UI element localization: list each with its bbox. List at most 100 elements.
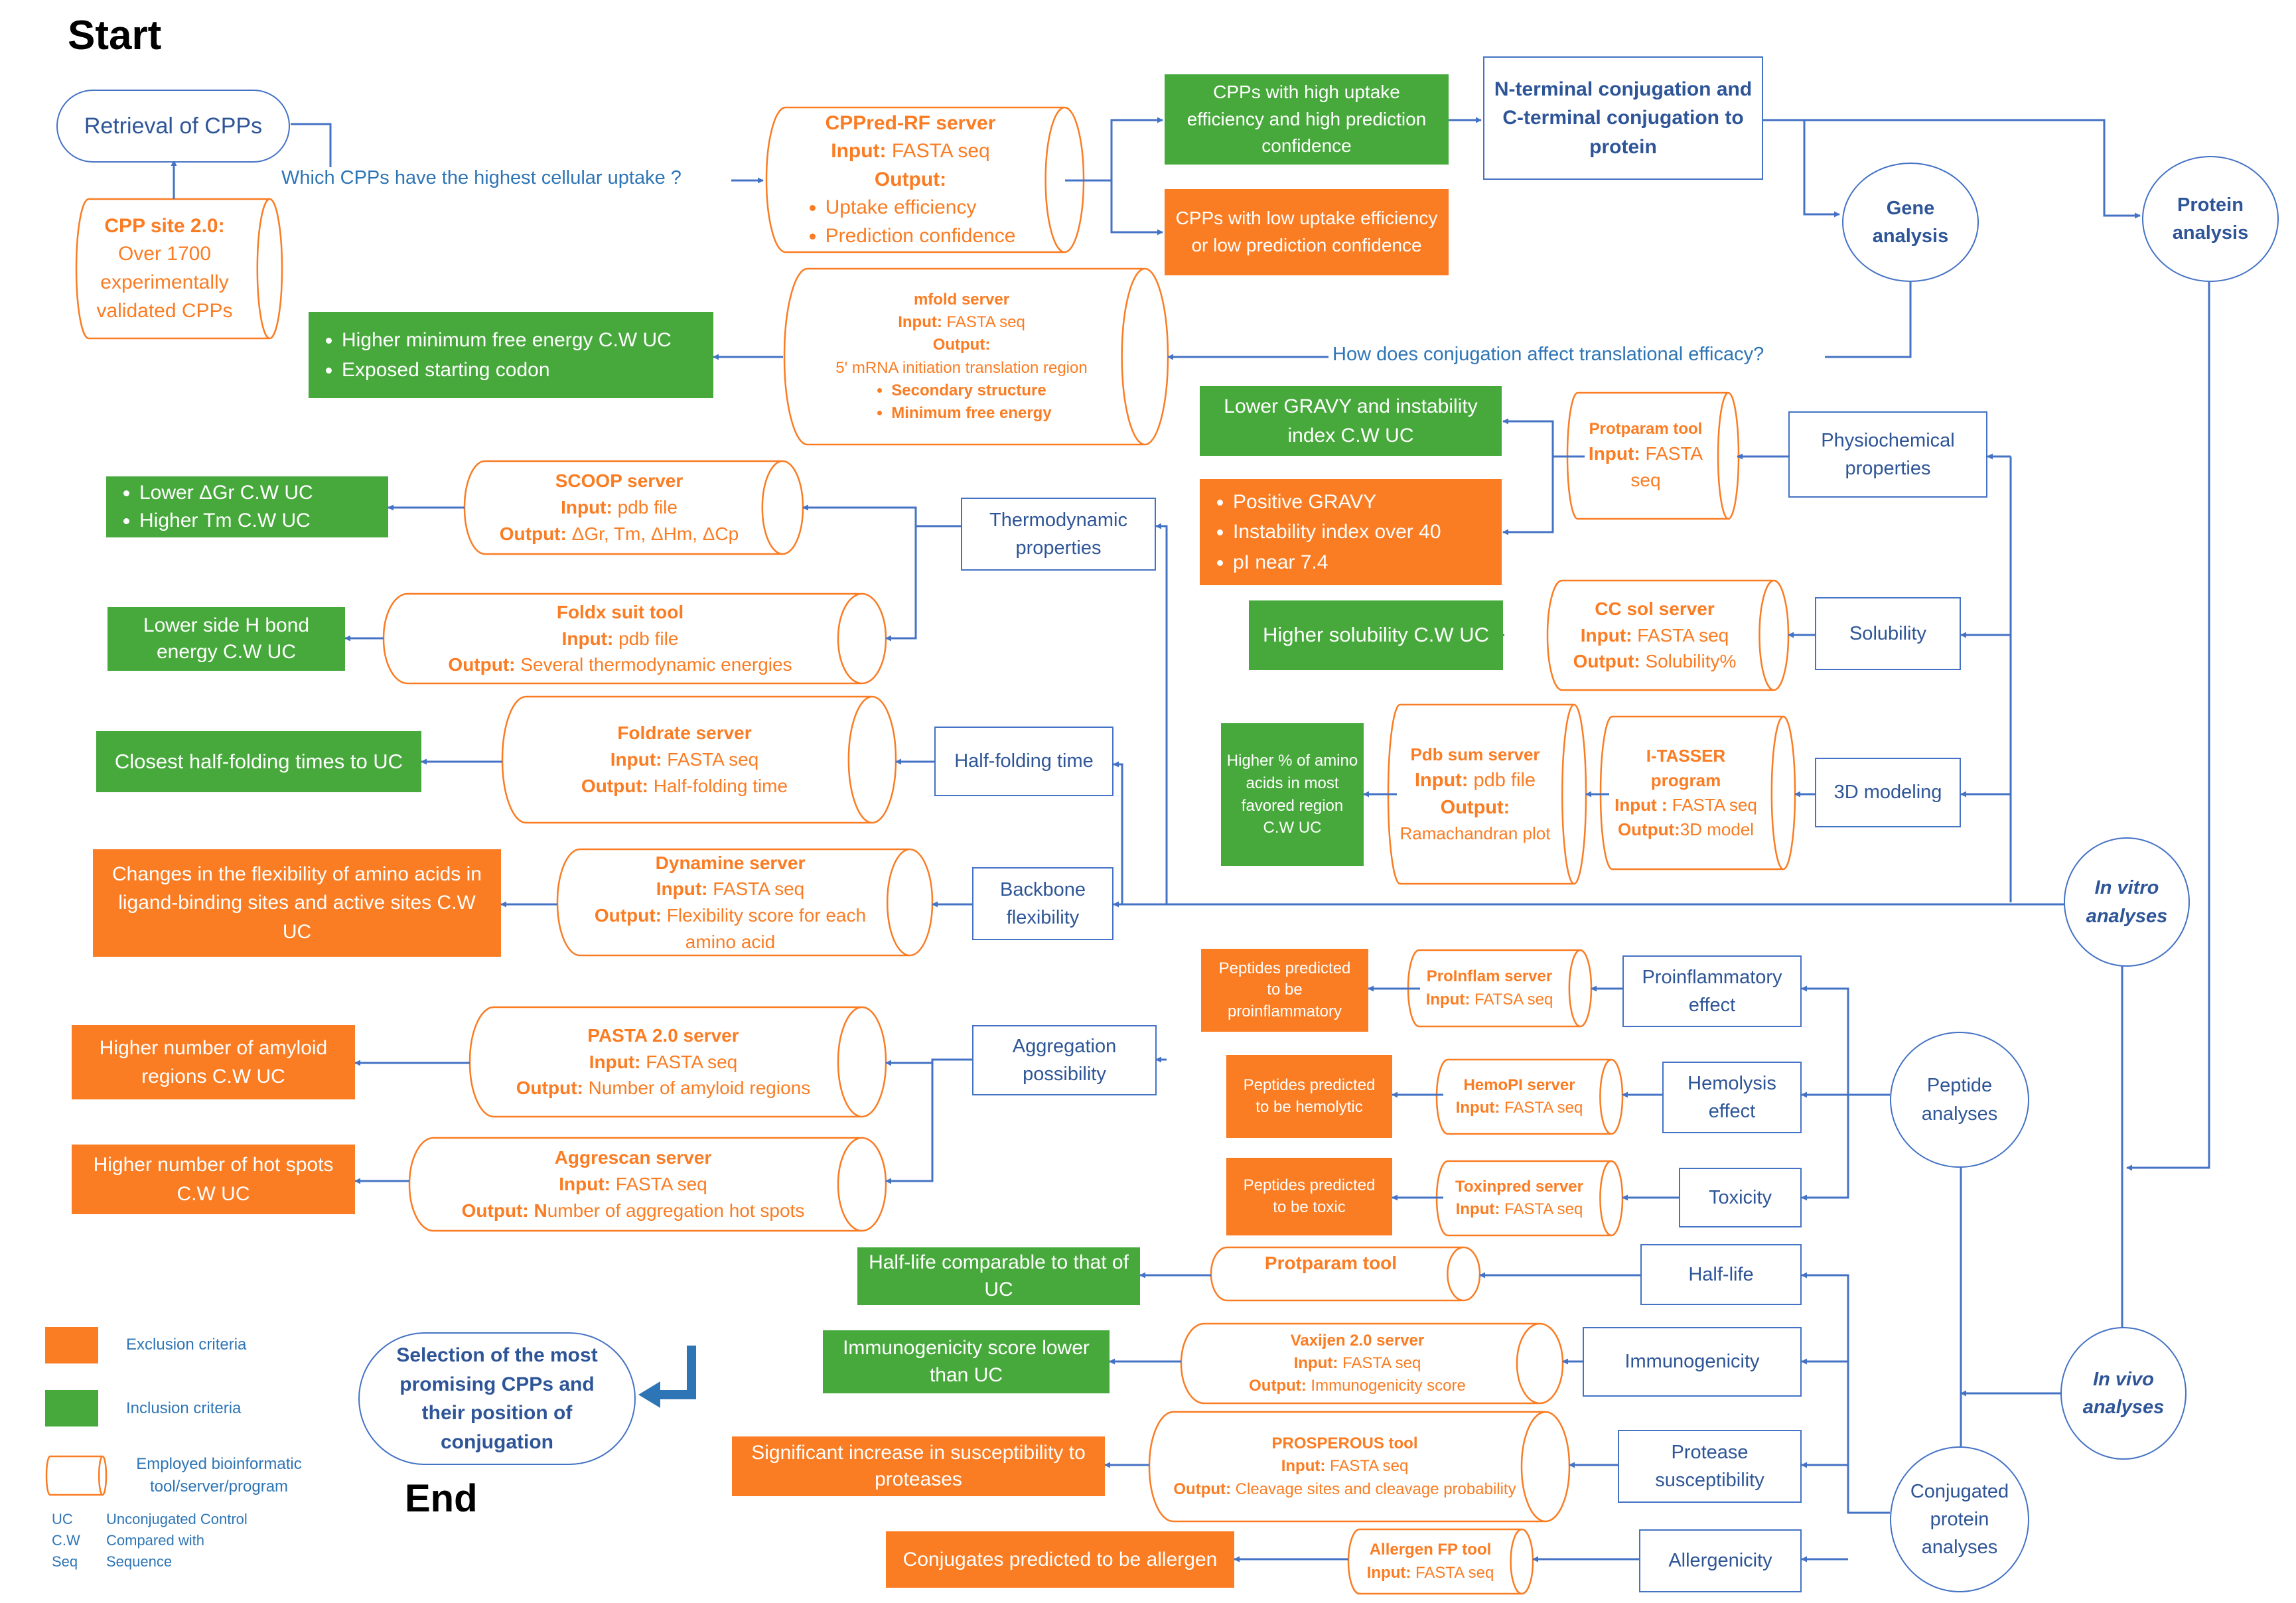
foldrate-tool: Foldrate server Input: FASTA seq Output:…	[502, 697, 896, 823]
pdbsum-output-label: Output:	[1440, 797, 1510, 818]
mfold-result-box: Higher minimum free energy C.W UC Expose…	[309, 312, 713, 398]
thermo-text: Thermodynamic properties	[989, 509, 1127, 559]
protparam-input-label: Input:	[1588, 443, 1640, 464]
physio-box: Physiochemical properties	[1788, 411, 1987, 498]
legend-inclusion-label: Inclusion criteria	[126, 1399, 242, 1417]
translation-question: How does conjugation affect translationa…	[1328, 344, 1768, 366]
proinflam-input: FATSA seq	[1474, 990, 1553, 1009]
itasser-input: FASTA seq	[1672, 795, 1757, 815]
pdbsum-result-text: Higher % of amino acids in most favored …	[1226, 752, 1358, 837]
pasta-result-box: Higher number of amyloid regions C.W UC	[72, 1025, 355, 1099]
scoop-result-2: Higher Tm C.W UC	[139, 508, 313, 535]
protparam-tool: Protparam tool Input: FASTA seq	[1567, 393, 1739, 519]
scoop-input: pdb file	[617, 497, 678, 518]
proinflam-tool-cylinder	[1407, 949, 1593, 1028]
legend-inclusion-swatch	[45, 1390, 98, 1427]
proinflam-effect-text: Proinflammatory effect	[1642, 966, 1782, 1016]
foldx-output: Several thermodynamic energies	[520, 654, 792, 675]
allergen-result-text: Conjugates predicted to be allergen	[902, 1548, 1218, 1570]
ccsol-output-label: Output:	[1573, 651, 1640, 672]
legend-exclusion-label: Exclusion criteria	[126, 1336, 247, 1354]
foldrate-output: Half-folding time	[653, 775, 788, 796]
pdbsum-input-label: Input:	[1414, 769, 1469, 791]
foldrate-output-label: Output:	[581, 775, 648, 796]
cpps-low-box: CPPs with low uptake efficiency or low p…	[1165, 189, 1449, 275]
prosperous-result-text: Significant increase in susceptibility t…	[751, 1441, 1086, 1491]
foldx-input-label: Input:	[561, 628, 614, 649]
proinflam-effect-box: Proinflammatory effect	[1622, 955, 1802, 1027]
mfold-tool: mfold server Input: FASTA seq Output: 5'…	[784, 269, 1168, 445]
pdbsum-title: Pdb sum server	[1410, 744, 1540, 764]
mfold-output-label: Output:	[932, 336, 991, 354]
cppred-output-label: Output:	[874, 168, 947, 190]
retrieval-text: Retrieval of CPPs	[84, 113, 263, 139]
immunogenicity-box: Immunogenicity	[1583, 1327, 1802, 1397]
pdbsum-result-box: Higher % of amino acids in most favored …	[1221, 723, 1364, 866]
itasser-output: 3D model	[1680, 819, 1755, 839]
foldx-tool: Foldx suit tool Input: pdb file Output: …	[384, 594, 886, 683]
ccsol-result-text: Higher solubility C.W UC	[1262, 623, 1490, 647]
hemopi-result-box: Peptides predicted to be hemolytic	[1226, 1055, 1392, 1138]
foldx-title: Foldx suit tool	[556, 601, 684, 622]
protein-analysis-text: Protein analysis	[2172, 194, 2249, 244]
aggrescan-output: umber of aggregation hot spots	[547, 1200, 805, 1221]
mfold-output-1: Secondary structure	[891, 380, 1051, 402]
allergen-input-label: Input:	[1366, 1563, 1411, 1582]
pasta-tool-cylinder	[468, 1006, 887, 1118]
foldrate-title: Foldrate server	[617, 723, 752, 744]
scoop-input-label: Input:	[561, 497, 612, 518]
pasta-output-label: Output:	[516, 1078, 583, 1099]
prosperous-tool-cylinder	[1148, 1411, 1571, 1523]
scoop-output: ΔGr, Tm, ΔHm, ΔCp	[571, 523, 739, 544]
pasta-input-label: Input:	[589, 1051, 641, 1072]
gravy-exclusion-1: Positive GRAVY	[1233, 488, 1441, 517]
itasser-title: I-TASSER program	[1646, 746, 1726, 791]
modeling-box: 3D modeling	[1815, 758, 1961, 827]
legend-tool-cylinder	[45, 1455, 108, 1496]
cpps-high-box: CPPs with high uptake efficiency and hig…	[1165, 74, 1449, 165]
dynamine-output: Flexibility score for each amino acid	[666, 905, 867, 952]
prosperous-title: PROSPEROUS tool	[1271, 1434, 1418, 1453]
ccsol-tool-cylinder	[1546, 579, 1790, 691]
proinflam-title: ProInflam server	[1426, 967, 1553, 986]
toxinpred-tool: Toxinpred server Input: FASTA seq	[1437, 1161, 1622, 1235]
aggregation-box: Aggregation possibility	[972, 1025, 1157, 1095]
uptake-question: Which CPPs have the highest cellular upt…	[277, 167, 685, 189]
cpps-low-text: CPPs with low uptake efficiency or low p…	[1175, 208, 1438, 255]
toxinpred-tool-cylinder	[1435, 1160, 1624, 1237]
toxinpred-input: FASTA seq	[1504, 1200, 1583, 1218]
gravy-exclusion-2: Instability index over 40	[1233, 518, 1441, 547]
mfold-title: mfold server	[913, 291, 1010, 309]
gene-analysis-text: Gene analysis	[1872, 197, 1949, 247]
prosperous-input-label: Input:	[1281, 1457, 1326, 1476]
gravy-result-box: Lower GRAVY and instability index C.W UC	[1200, 386, 1502, 456]
pasta-result-text: Higher number of amyloid regions C.W UC	[99, 1036, 328, 1088]
hemopi-title: HemoPI server	[1463, 1076, 1575, 1094]
legend-abbr-seq-val: Sequence	[106, 1553, 173, 1570]
solubility-text: Solubility	[1849, 622, 1927, 644]
selection-text: Selection of the most promising CPPs and…	[396, 1344, 598, 1453]
aggrescan-output-prefix: N	[534, 1200, 547, 1221]
invitro-node: In vitro analyses	[2064, 837, 2190, 967]
aggrescan-output-label: Output:	[461, 1200, 529, 1221]
toxinpred-result-box: Peptides predicted to be toxic	[1226, 1158, 1392, 1235]
legend-tool-label: Employed bioinformatic tool/server/progr…	[136, 1455, 302, 1496]
foldrate-result-text: Closest half-folding times to UC	[114, 749, 403, 773]
proinflam-result-box: Peptides predicted to be proinflammatory	[1201, 949, 1368, 1032]
dynamine-input: FASTA seq	[713, 878, 805, 900]
dynamine-tool: Dynamine server Input: FASTA seq Output:…	[557, 849, 932, 955]
aggrescan-tool: Aggrescan server Input: FASTA seq Output…	[409, 1138, 886, 1231]
proinflam-result-text: Peptides predicted to be proinflammatory	[1218, 959, 1351, 1020]
dynamine-result-text: Changes in the flexibility of amino acid…	[112, 863, 482, 943]
allergen-result-box: Conjugates predicted to be allergen	[886, 1531, 1234, 1588]
prosperous-output: Cleavage sites and cleavage probability	[1235, 1480, 1516, 1498]
invivo-node: In vivo analyses	[2060, 1327, 2187, 1460]
hemopi-input-label: Input:	[1455, 1099, 1500, 1117]
legend-abbr-uc-val: Unconjugated Control	[106, 1511, 248, 1527]
invivo-text: In vivo analyses	[2082, 1368, 2165, 1418]
pdbsum-tool-cylinder	[1387, 703, 1587, 885]
vaxijen-tool: Vaxijen 2.0 server Input: FASTA seq Outp…	[1181, 1324, 1563, 1403]
arrow-protein-invitro	[2126, 282, 2210, 1171]
halffold-box: Half-folding time	[934, 727, 1113, 796]
